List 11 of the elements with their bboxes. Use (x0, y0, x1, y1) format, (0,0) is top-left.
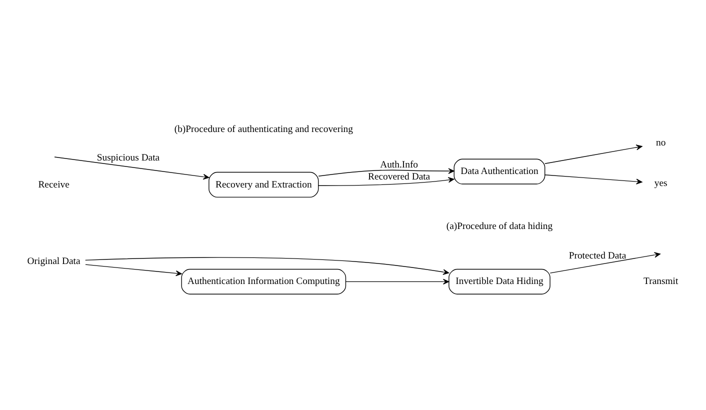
edge-label: Recovered Data (368, 170, 430, 182)
edge-label: Protected Data (568, 250, 626, 261)
node-text: Original Data (27, 256, 80, 267)
label: (a)Procedure of data hiding (446, 220, 553, 232)
edge-label: Auth.Info (380, 159, 418, 170)
node-text: yes (654, 177, 668, 188)
label: Receive (38, 178, 70, 190)
label: Transmit (644, 276, 678, 287)
label: (b)Procedure of authenticating and recovering (174, 123, 353, 134)
edge-label: Suspicious Data (96, 152, 160, 164)
node-text: no (656, 137, 666, 148)
